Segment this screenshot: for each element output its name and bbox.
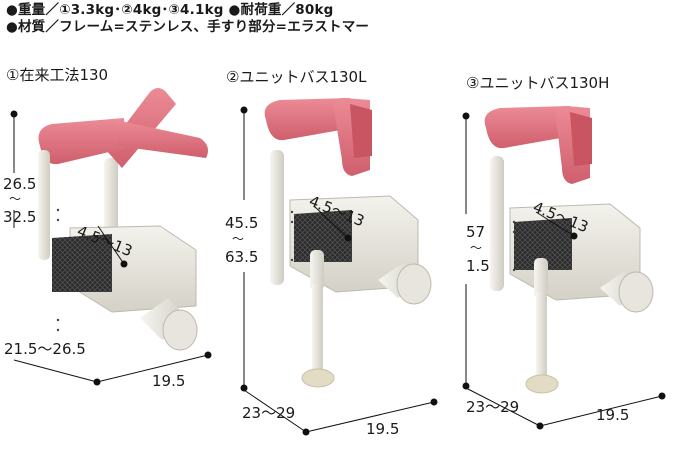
product-3-name: ③ユニットバス130H	[466, 74, 610, 92]
product-1-height-bottom: 32.5	[3, 208, 37, 226]
product-1-drawing	[38, 88, 208, 351]
product-2-height-top: 45.5	[225, 214, 259, 232]
product-1-height-tilde: ～	[9, 192, 22, 206]
product-2-height-bottom: 63.5	[225, 248, 259, 266]
product-2-depth: 23～29	[242, 404, 296, 422]
weight-spec: ●重量／①3.3kg･②4kg･③4.1kg ●耐荷重／80kg	[6, 2, 334, 18]
product-1-width: 19.5	[152, 372, 186, 390]
product-3-height-bottom: 1.5	[466, 257, 490, 275]
product-1-depth: 21.5～26.5	[4, 340, 86, 358]
product-2-width: 19.5	[366, 420, 400, 438]
product-2-drawing	[264, 98, 432, 388]
product-2-name: ②ユニットバス130L	[226, 68, 367, 86]
spec-block: ●重量／①3.3kg･②4kg･③4.1kg ●耐荷重／80kg ●材質／フレー…	[6, 2, 369, 36]
product-1-name: ①在来工法130	[6, 66, 109, 84]
product-1-height-top: 26.5	[3, 175, 37, 193]
product-3-drawing	[484, 106, 654, 394]
material-spec: ●材質／フレーム=ステンレス、手すり部分=エラストマー	[6, 19, 370, 35]
product-3-dimension-lines	[462, 112, 666, 430]
product-3-height-tilde: ～	[470, 241, 483, 255]
product-3-depth: 23～29	[466, 398, 520, 416]
product-3-width: 19.5	[596, 406, 630, 424]
product-2-height-tilde: ～	[232, 232, 245, 246]
product-2-dimension-lines	[240, 106, 438, 436]
product-1-dimension-lines	[10, 110, 212, 386]
product-3-height-top: 57	[466, 223, 486, 241]
